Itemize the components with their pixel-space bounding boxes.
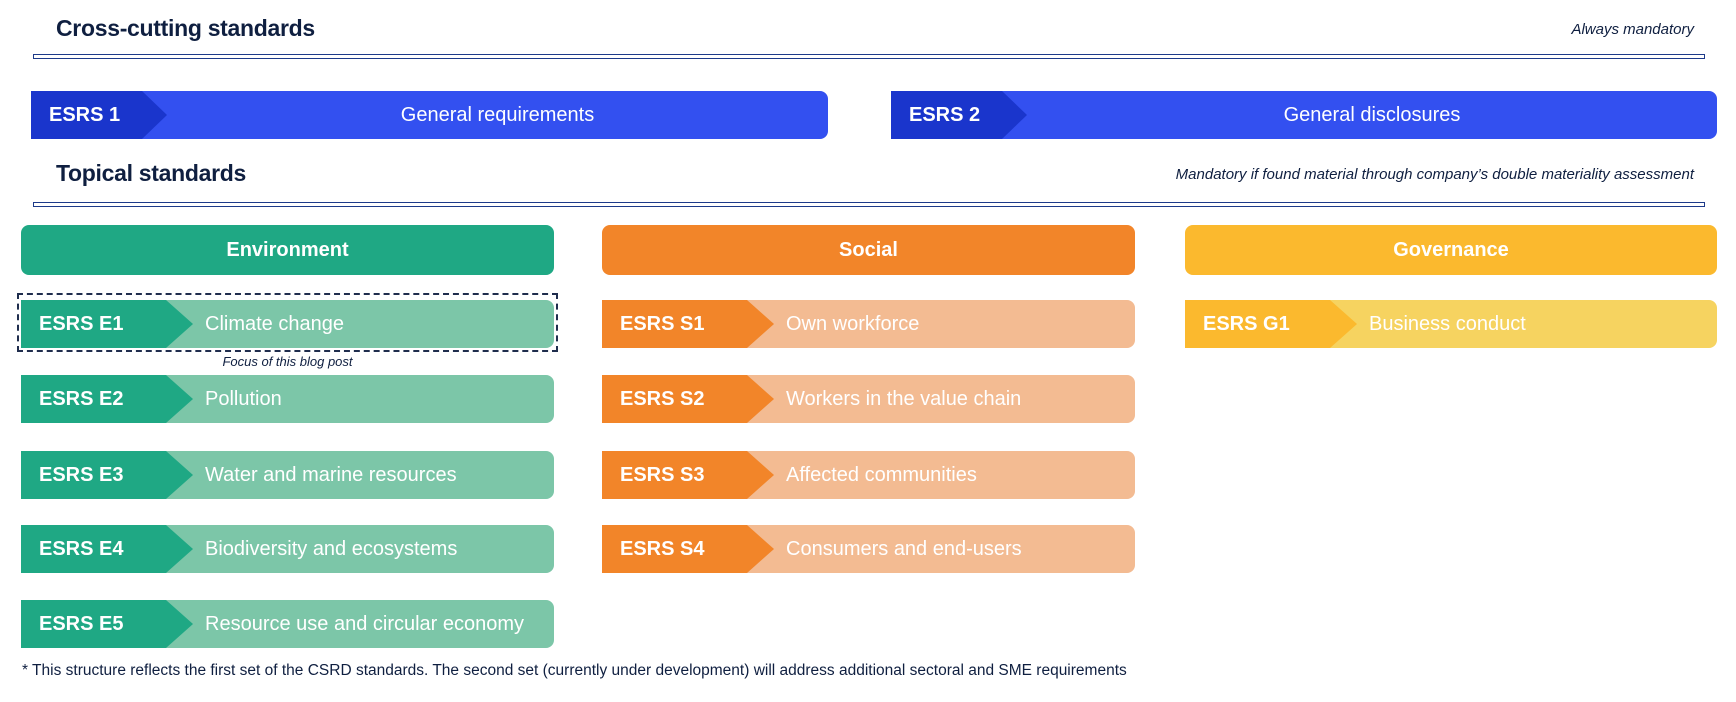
esrs-code: ESRS E3 (39, 463, 124, 486)
esrs-code: ESRS E2 (39, 387, 124, 410)
standard-row-esrs-e2: ESRS E2 Pollution (21, 375, 554, 423)
standard-row-esrs-s2: ESRS S2 Workers in the value chain (602, 375, 1135, 423)
category-header-environment: Environment (21, 225, 554, 275)
code-chevron (21, 375, 193, 423)
esrs-label: Consumers and end-users (786, 537, 1022, 560)
esrs-label: Water and marine resources (205, 463, 457, 486)
cross-cutting-title: Cross-cutting standards (56, 15, 315, 41)
code-chevron (21, 525, 193, 573)
section-divider (33, 54, 1705, 59)
esrs-code: ESRS S1 (620, 312, 705, 335)
focus-note: Focus of this blog post (222, 354, 353, 369)
standard-row-esrs-e4: ESRS E4 Biodiversity and ecosystems (21, 525, 554, 573)
esrs-code: ESRS S3 (620, 463, 705, 486)
footnote: * This structure reflects the first set … (22, 662, 1127, 679)
code-chevron (31, 91, 167, 139)
esrs-code: ESRS E1 (39, 312, 124, 335)
esrs-label: Biodiversity and ecosystems (205, 537, 458, 560)
code-chevron (602, 300, 774, 348)
esrs-code: ESRS 1 (49, 103, 121, 126)
code-chevron (602, 451, 774, 499)
topical-note: Mandatory if found material through comp… (1175, 166, 1694, 183)
standard-row-esrs-s4: ESRS S4 Consumers and end-users (602, 525, 1135, 573)
code-chevron (891, 91, 1027, 139)
code-chevron (21, 600, 193, 648)
esrs-label: Resource use and circular economy (205, 612, 525, 635)
topical-title: Topical standards (56, 160, 247, 186)
esrs-label: General disclosures (1283, 103, 1461, 126)
standard-row-esrs-s1: ESRS S1 Own workforce (602, 300, 1135, 348)
esrs-label: Workers in the value chain (786, 387, 1022, 410)
code-chevron (21, 300, 193, 348)
esrs-code: ESRS 2 (909, 103, 981, 126)
esrs-code: ESRS S4 (620, 537, 705, 560)
code-chevron (602, 525, 774, 573)
esrs-code: ESRS S2 (620, 387, 705, 410)
code-chevron (1185, 300, 1357, 348)
standard-row-esrs-s3: ESRS S3 Affected communities (602, 451, 1135, 499)
esrs-label: Affected communities (786, 463, 977, 486)
esrs-label: Business conduct (1369, 312, 1526, 335)
esrs-2-bar: ESRS 2 General disclosures (891, 91, 1717, 139)
cross-cutting-note: Always mandatory (1571, 21, 1694, 38)
standard-row-esrs-e5: ESRS E5 Resource use and circular economy (21, 600, 554, 648)
esrs-label: Pollution (205, 387, 282, 410)
code-chevron (602, 375, 774, 423)
section-divider (33, 202, 1705, 207)
esrs-code: ESRS E4 (39, 537, 124, 560)
esrs-label: General requirements (400, 103, 595, 126)
esrs-label: Climate change (205, 312, 344, 335)
esrs-label: Own workforce (786, 312, 920, 335)
code-chevron (21, 451, 193, 499)
esrs-code: ESRS G1 (1203, 312, 1290, 335)
standard-row-esrs-g1: ESRS G1 Business conduct (1185, 300, 1717, 348)
category-header-social: Social (602, 225, 1135, 275)
standard-row-esrs-e1: ESRS E1 Climate change (21, 300, 554, 348)
standard-row-esrs-e3: ESRS E3 Water and marine resources (21, 451, 554, 499)
category-header-governance: Governance (1185, 225, 1717, 275)
esrs-code: ESRS E5 (39, 612, 124, 635)
esrs-1-bar: ESRS 1 General requirements (31, 91, 828, 139)
focus-highlight-box (17, 293, 558, 352)
